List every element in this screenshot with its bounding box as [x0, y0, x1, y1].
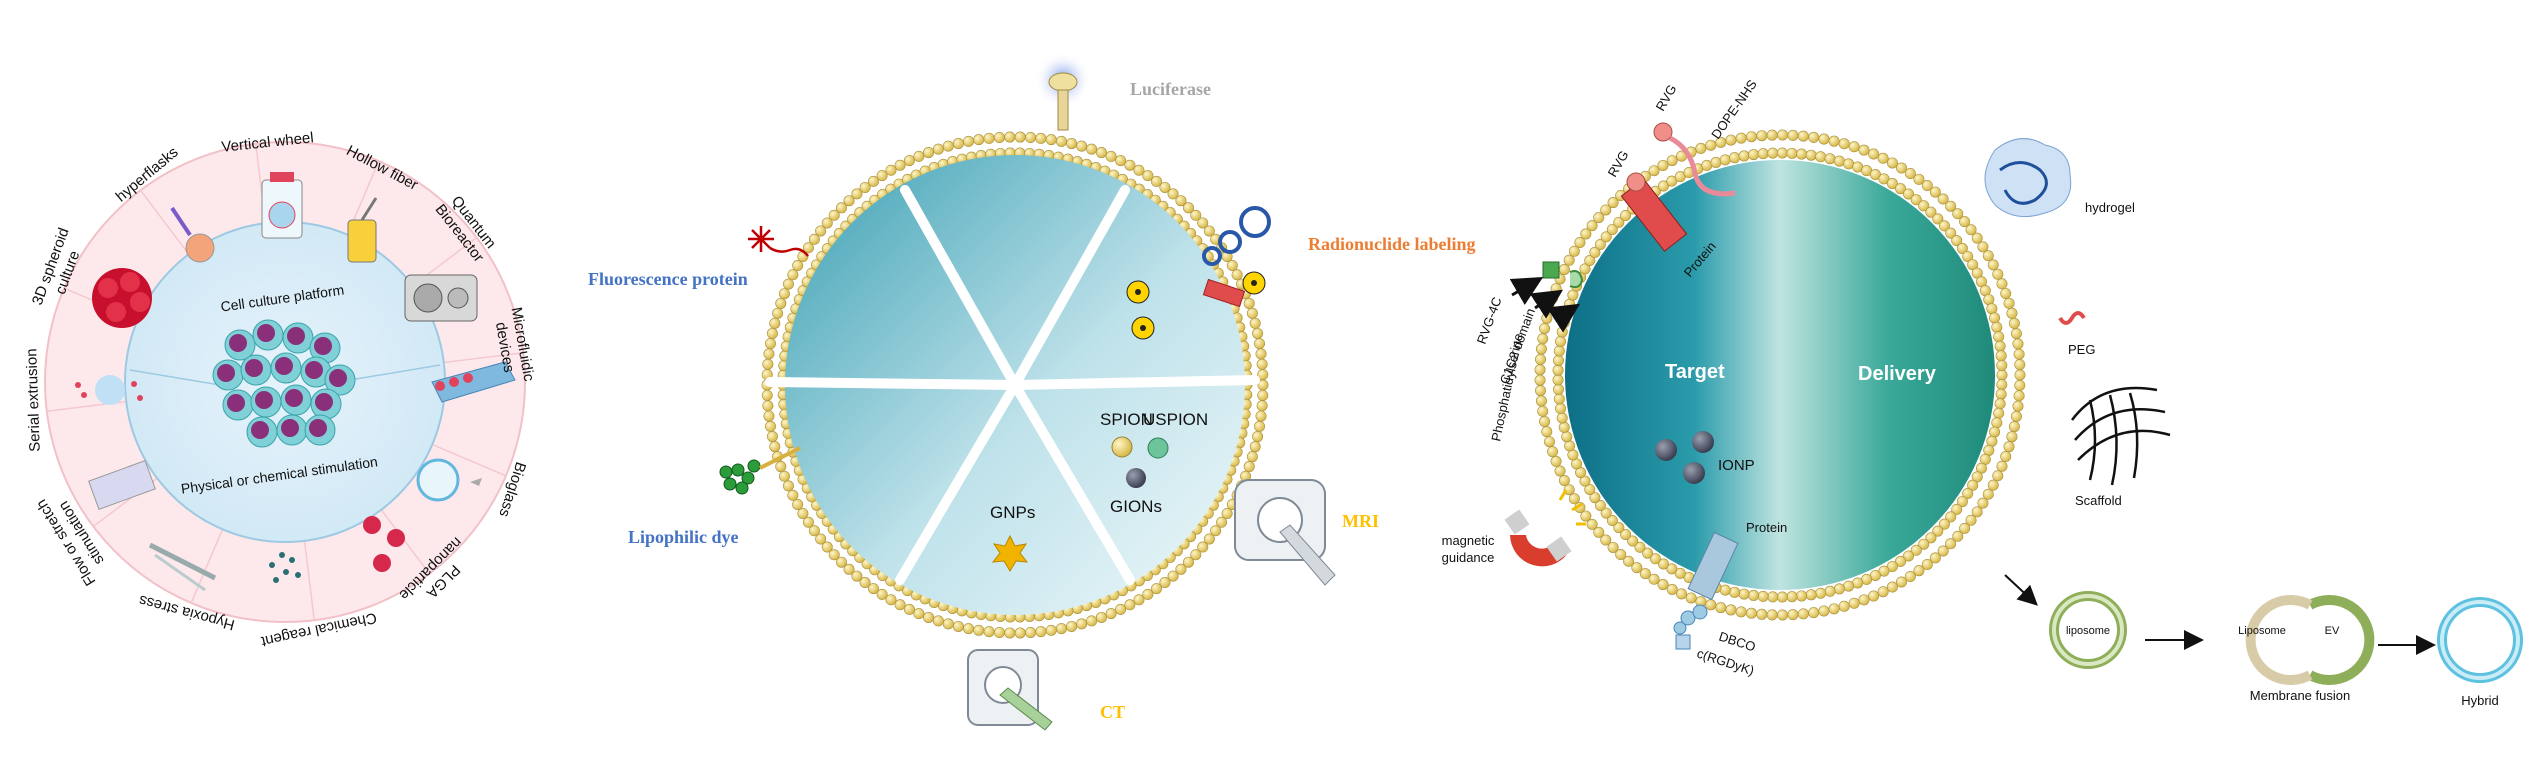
peg-label: PEG [2068, 342, 2095, 357]
radionuclide-chelator-icon [1202, 206, 1271, 308]
ct-label: CT [1100, 702, 1125, 722]
rvg-label-2: RVG [1653, 82, 1680, 114]
liposome2-label: Liposome [2238, 625, 2286, 637]
mri-scanner-icon [1234, 479, 1336, 586]
ionp-particle-icon [1655, 431, 1714, 484]
gnps-label: GNPs [990, 503, 1035, 522]
luciferase-icon [1048, 72, 1078, 131]
panel-c-targeting-vesicle: Target Delivery IONP RVG RVG DOPE-NHS Pr… [1442, 77, 2523, 708]
protein-bottom-label: Protein [1746, 520, 1787, 535]
magnet-icon [1504, 489, 1586, 567]
dbco-label: DBCO [1717, 629, 1757, 655]
scaffold-label: Scaffold [2075, 493, 2122, 508]
spion-particle-icon [1111, 436, 1133, 458]
bioglass-icon [416, 458, 482, 502]
lipid-bilayer-ring-c [1534, 129, 2026, 621]
ps-label: Phosphatidylserine [1488, 332, 1526, 443]
serial-extrusion-icon [75, 375, 143, 405]
panel-b-labeling-vesicle: SPION USPION GIONs GNPs Luciferase Fluor… [588, 52, 1476, 731]
gions-label: GIONs [1110, 497, 1162, 516]
uspion-particle-icon [1147, 437, 1169, 459]
wedge-dividers [765, 185, 1260, 585]
ev-label: EV [2325, 625, 2340, 637]
ionp-label: IONP [1718, 457, 1755, 474]
plga-icon [363, 516, 405, 572]
hydrogel-icon [1984, 138, 2072, 218]
hyperflask-icon [170, 206, 215, 263]
gold-nanoparticle-icon [991, 534, 1029, 572]
segment-label-serial-extrusion: Serial extrusion [23, 348, 44, 452]
protein-bottom-icon [1673, 531, 1739, 650]
fluorescence-protein-icon [748, 226, 809, 257]
spheroid-icon [92, 268, 152, 328]
rvg4c-c1c2-icon [1542, 261, 1584, 289]
delivery-label: Delivery [1858, 363, 1937, 385]
hybrid-icon [2437, 597, 2523, 683]
panel-a-culture-wheel: Cell culture platform Physical or chemic… [23, 129, 537, 650]
radionuclide-label: Radionuclide labeling [1308, 234, 1476, 254]
microfluidic-icon [431, 361, 516, 403]
membrane-fusion-icon [2245, 595, 2375, 685]
liposome-label: liposome [2066, 625, 2110, 637]
target-label: Target [1665, 361, 1725, 383]
lipophilic-dye-label: Lipophilic dye [628, 527, 739, 547]
gions-particle-icon [1126, 468, 1146, 488]
spion-label: SPION [1100, 410, 1153, 429]
membrane-fusion-label: Membrane fusion [2250, 688, 2350, 703]
flow-stretch-icon [88, 460, 156, 510]
ct-scanner-icon [967, 649, 1053, 731]
rvg4c-label: RVG-4C [1474, 295, 1505, 346]
uspion-label: USPION [1143, 410, 1208, 429]
scaffold-icon [2071, 386, 2171, 486]
liposome-icon [2049, 591, 2127, 669]
vertical-wheel-icon [261, 172, 303, 239]
mri-label: MRI [1342, 511, 1379, 531]
lipophilic-dye-icon [719, 446, 801, 495]
hybrid-label: Hybrid [2461, 693, 2499, 708]
rvg-label-1: RVG [1605, 148, 1632, 180]
hollow-fiber-icon [347, 197, 378, 263]
hydrogel-label: hydrogel [2085, 200, 2135, 215]
peg-icon [2058, 311, 2086, 325]
chemical-reagent-icon [269, 552, 301, 583]
hypoxia-icon [148, 542, 217, 592]
quantum-bioreactor-icon [404, 274, 478, 322]
radiation-icon [1126, 280, 1155, 340]
fluorescence-protein-label: Fluorescence protein [588, 269, 748, 289]
binding-arrows-icon [1509, 277, 1581, 333]
rvg-protein-top-icon [1620, 122, 1736, 252]
luciferase-label: Luciferase [1130, 79, 1211, 99]
arrow-to-liposome [2004, 574, 2038, 606]
cell-cluster-icon [212, 319, 356, 448]
